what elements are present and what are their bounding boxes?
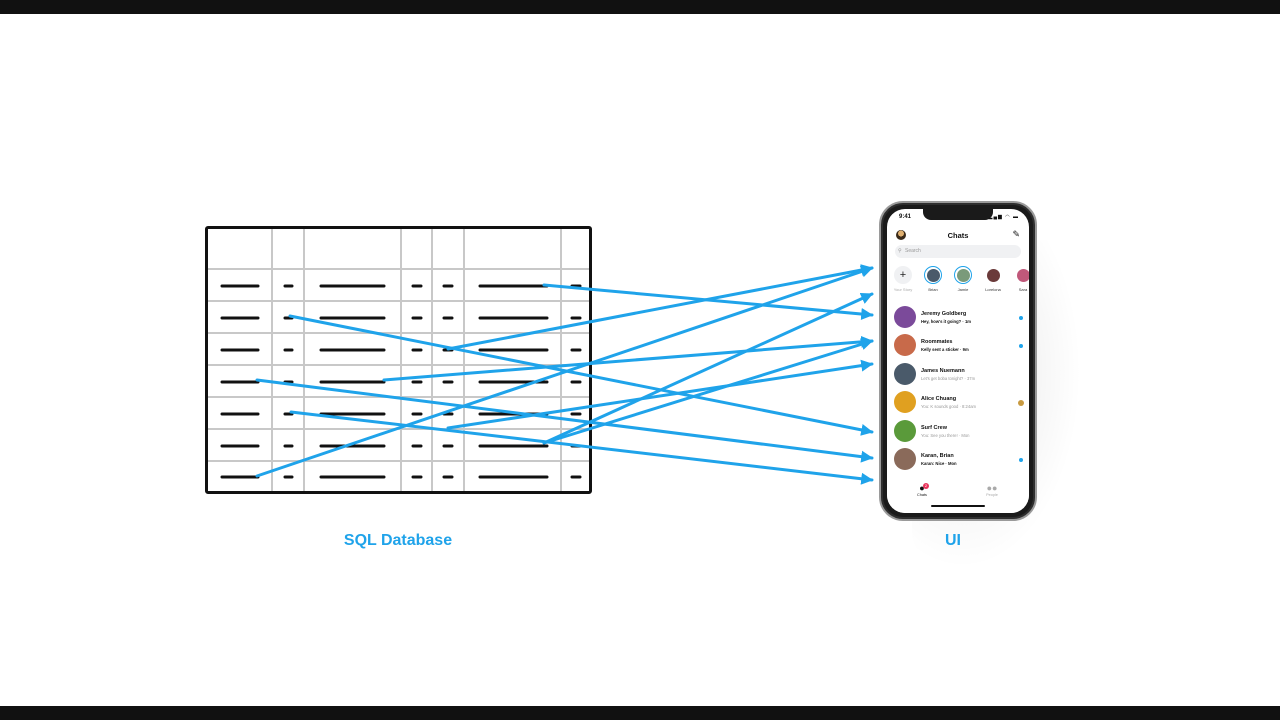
chat-name: James Nuemann bbox=[921, 367, 965, 374]
mapping-arrow bbox=[289, 410, 874, 485]
tab-people-label: People bbox=[986, 493, 998, 497]
story-item[interactable]: + Your Story bbox=[891, 266, 915, 292]
phone-screen: 9:41 ▂▄▆ ◠ ▬ Chats ✎ ⚲ Search + Your Stor… bbox=[887, 209, 1029, 513]
chat-preview: You: See you there! · Mon bbox=[921, 432, 970, 438]
status-time: 9:41 bbox=[899, 214, 912, 220]
mapping-arrow bbox=[255, 265, 874, 478]
mapping-arrow bbox=[542, 338, 874, 445]
chat-name: Surf Crew bbox=[921, 424, 947, 431]
tab-people[interactable]: ●● People bbox=[977, 483, 1007, 497]
chat-avatar bbox=[894, 391, 916, 414]
story-avatar bbox=[984, 266, 1002, 284]
chat-preview: You: K sounds good · 8:24am bbox=[921, 404, 977, 410]
mapping-arrow bbox=[382, 335, 874, 382]
chats-title: Chats bbox=[947, 231, 969, 240]
chat-name: Roommates bbox=[921, 339, 953, 346]
chat-bubble-icon: ● bbox=[919, 483, 925, 493]
mapping-arrow bbox=[446, 264, 874, 351]
mapping-arrow bbox=[446, 359, 874, 430]
people-icon: ●● bbox=[986, 483, 998, 493]
sql-database-caption: SQL Database bbox=[343, 532, 453, 549]
chat-name: Karan, Brian bbox=[921, 453, 954, 459]
search-input[interactable]: ⚲ Search bbox=[895, 245, 1021, 258]
story-avatar bbox=[954, 266, 972, 284]
story-name: Sara bbox=[1018, 287, 1028, 292]
story-name: Jamie bbox=[957, 287, 969, 292]
story-avatar bbox=[924, 266, 942, 284]
story-name: Your Story bbox=[893, 287, 913, 292]
unread-badge: 2 bbox=[923, 483, 929, 489]
story-item[interactable]: Lorelona bbox=[981, 266, 1005, 292]
chat-preview: Hey, how's it going? · 1m bbox=[921, 319, 972, 324]
ui-caption: UI bbox=[945, 532, 961, 549]
stories-row: + Your Story Brian Jamie Lorelona Sara bbox=[891, 266, 1029, 300]
profile-avatar[interactable] bbox=[896, 230, 906, 240]
unread-dot bbox=[1019, 458, 1023, 462]
tab-chats[interactable]: ● 2 Chats bbox=[907, 483, 937, 497]
status-icons: ▂▄▆ ◠ ▬ bbox=[988, 214, 1019, 220]
story-avatar bbox=[1014, 266, 1029, 284]
chat-preview: Kelly sent a sticker · 9m bbox=[921, 347, 969, 353]
home-indicator bbox=[931, 505, 985, 507]
unread-dot bbox=[1019, 316, 1023, 320]
search-placeholder: Search bbox=[905, 248, 921, 254]
mapping-arrow bbox=[542, 292, 874, 445]
sql-database-table bbox=[205, 226, 592, 494]
mapping-arrow bbox=[288, 314, 874, 436]
chat-avatar bbox=[894, 419, 916, 442]
mapping-arrow bbox=[255, 378, 874, 463]
chat-name: Jeremy Goldberg bbox=[921, 311, 967, 317]
story-item[interactable]: Jamie bbox=[951, 266, 975, 292]
unread-dot bbox=[1019, 344, 1023, 349]
chat-preview: Let's get boba tonight? · 37m bbox=[921, 375, 976, 381]
chat-preview: Karan: Nice · Mon bbox=[921, 461, 957, 466]
chat-avatar bbox=[894, 362, 916, 385]
letterbox-top bbox=[0, 0, 1280, 14]
story-item[interactable]: Brian bbox=[921, 266, 945, 292]
read-receipt-avatar bbox=[1018, 400, 1024, 407]
tab-bar: ● 2 Chats ●● People bbox=[887, 479, 1029, 513]
letterbox-bottom bbox=[0, 706, 1280, 720]
chat-name: Alice Chuang bbox=[921, 396, 957, 403]
story-item[interactable]: Sara bbox=[1011, 266, 1029, 292]
phone-notch bbox=[923, 209, 993, 220]
chat-avatar bbox=[894, 448, 916, 470]
search-icon: ⚲ bbox=[898, 248, 902, 254]
chat-avatar bbox=[894, 334, 916, 357]
compose-icon[interactable]: ✎ bbox=[1012, 229, 1020, 239]
tab-chats-label: Chats bbox=[917, 493, 927, 497]
add-story-icon: + bbox=[894, 266, 912, 284]
story-name: Brian bbox=[928, 287, 938, 292]
phone-mockup: 9:41 ▂▄▆ ◠ ▬ Chats ✎ ⚲ Search + Your Stor… bbox=[879, 201, 1037, 521]
story-name: Lorelona bbox=[985, 287, 1001, 292]
chat-avatar bbox=[894, 306, 916, 328]
